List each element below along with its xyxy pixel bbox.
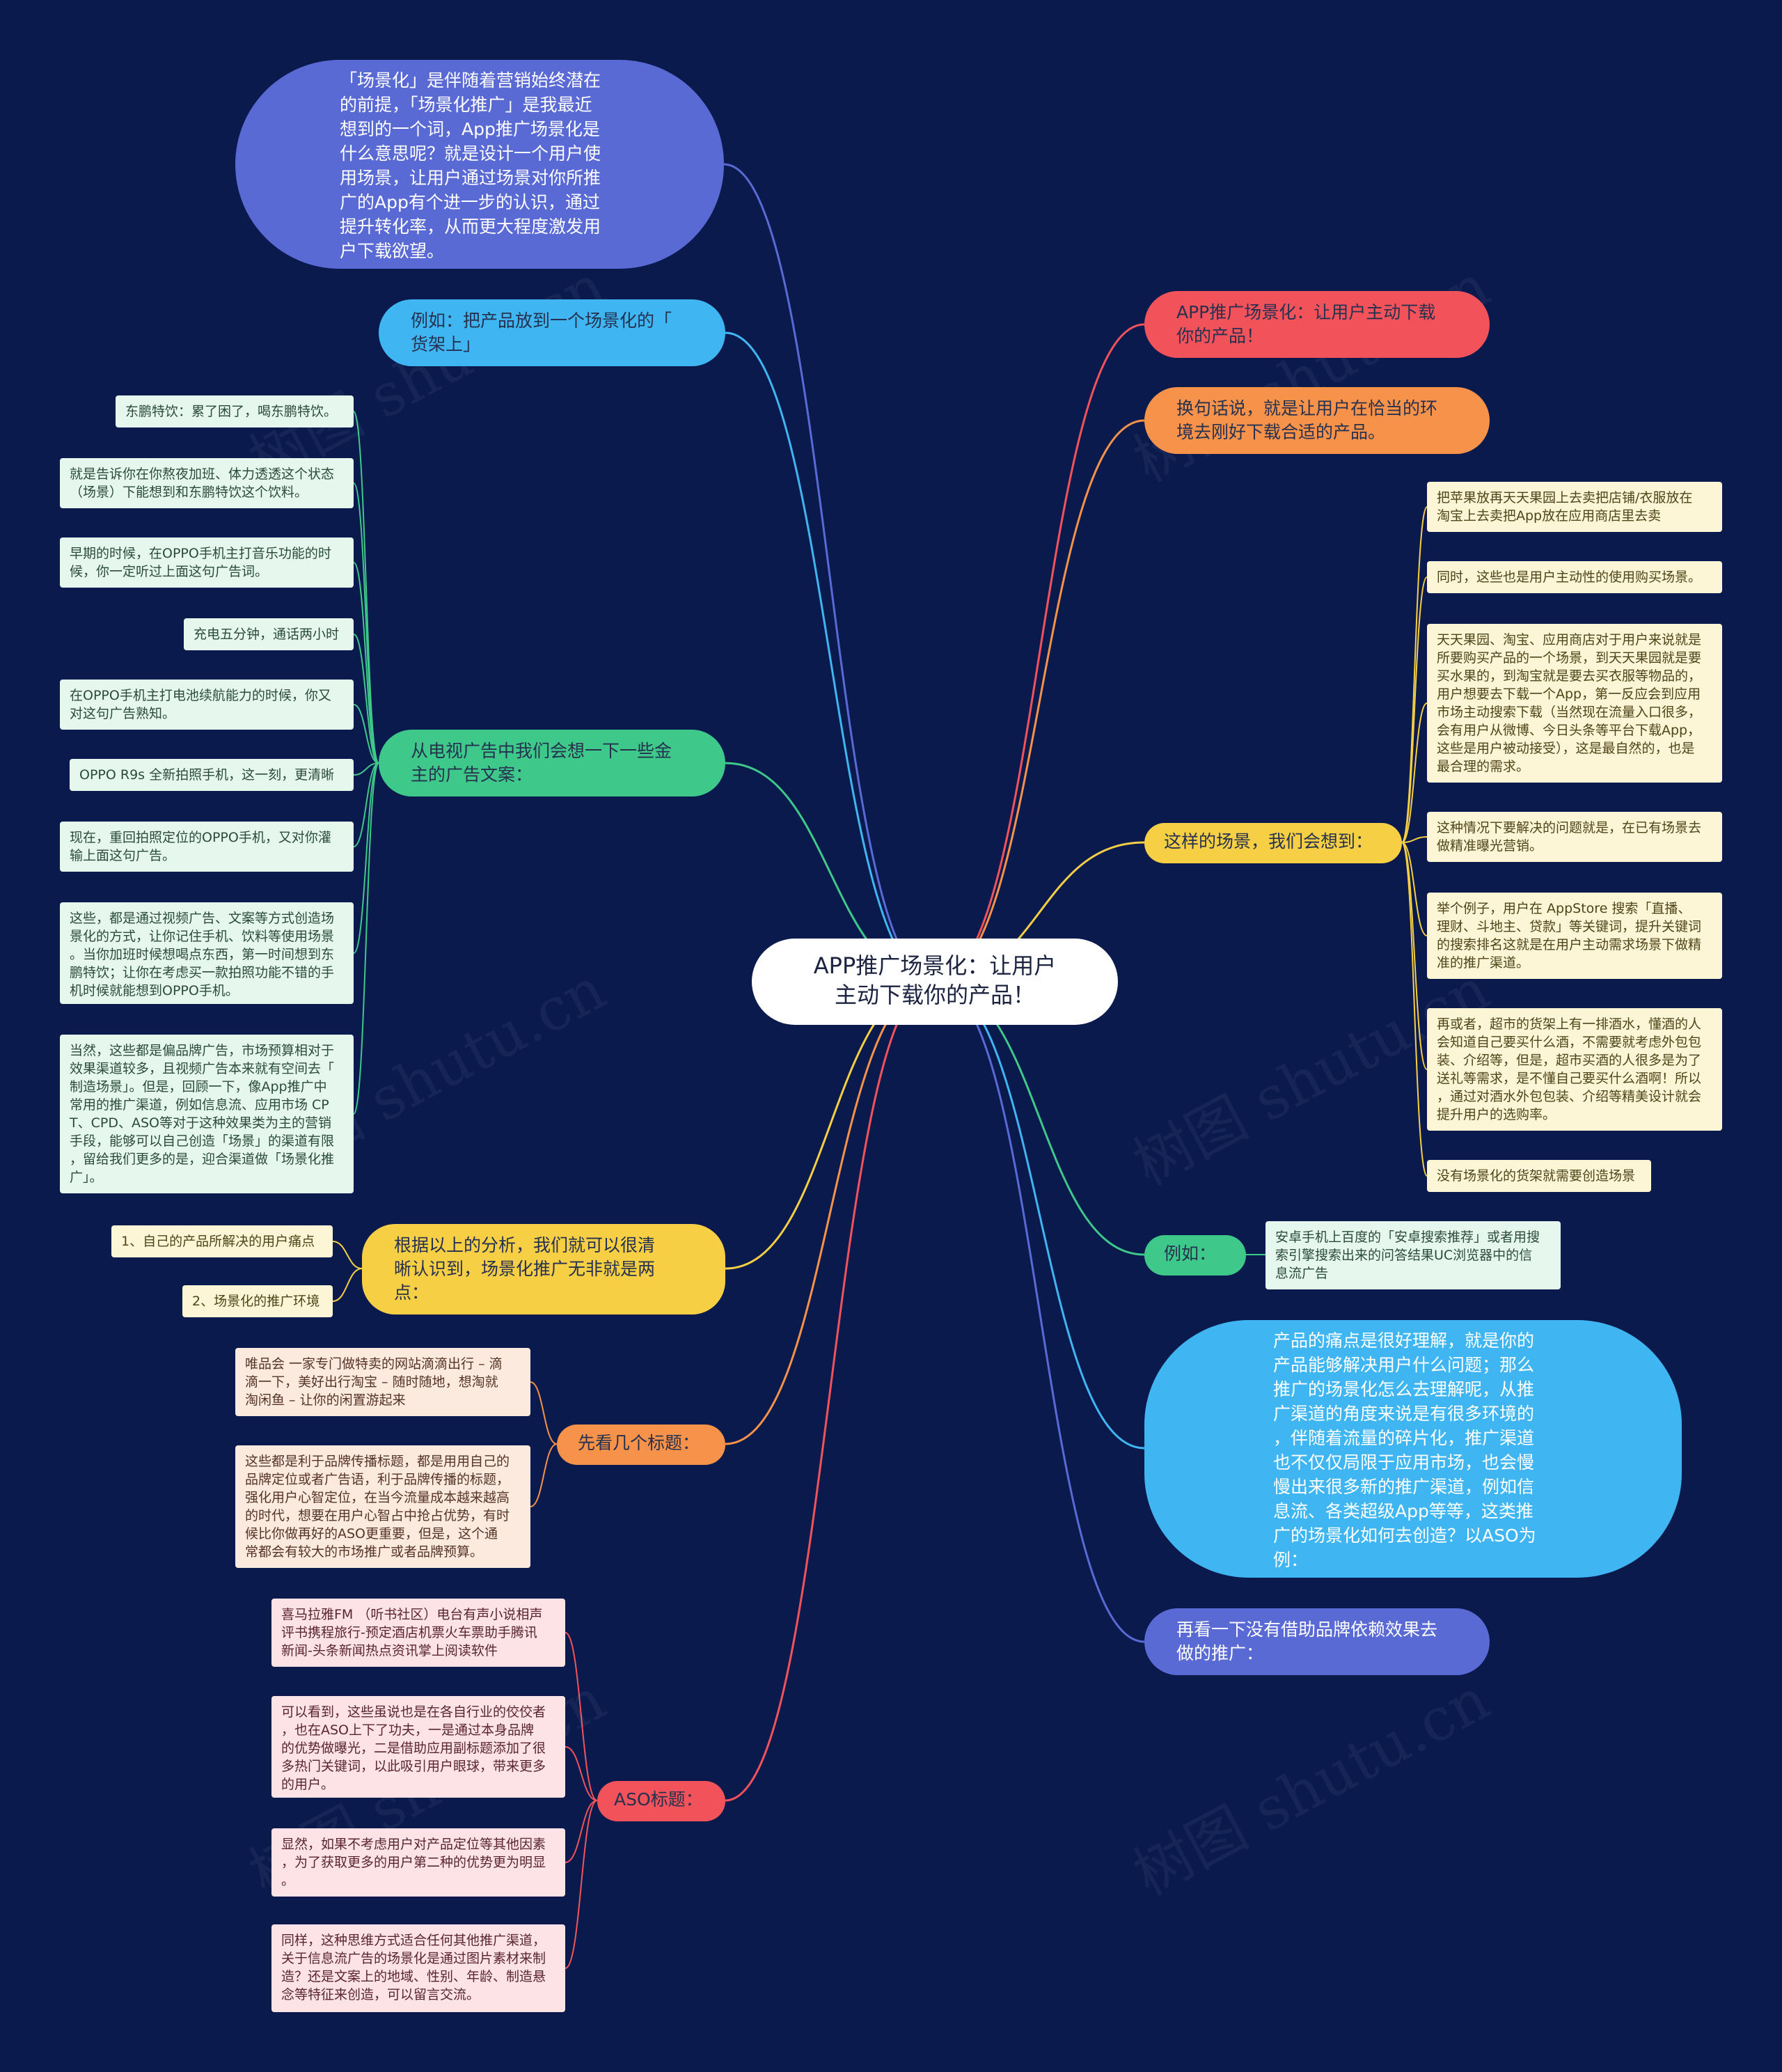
connector-line [1401, 842, 1428, 1177]
connector-line [353, 762, 379, 1115]
connector-line [1401, 836, 1428, 843]
pain-point-bubble[interactable]: 产品的痛点是很好理解，就是你的 产品能够解决用户什么问题；那么 推广的场景化怎么… [1144, 1320, 1682, 1578]
connector-line [565, 1800, 598, 1863]
connector-line [934, 419, 1145, 983]
tv-ad-item[interactable]: 东鹏特饮：累了困了，喝东鹏特饮。 [116, 395, 354, 427]
tv-ad-item[interactable]: OPPO R9s 全新拍照手机，这一刻，更清晰 [70, 759, 354, 791]
scene-item[interactable]: 举个例子，用户在 AppStore 搜索「直播、 理财、斗地主、贷款」等关键词，… [1427, 893, 1722, 979]
no-brand-topic[interactable]: 再看一下没有借助品牌依赖效果去 做的推广： [1144, 1608, 1490, 1675]
connector-line [1401, 842, 1428, 1070]
example-item[interactable]: 安卓手机上百度的「安卓搜索推荐」或者用搜 索引擎搜索出来的问答结果UC浏览器中的… [1265, 1221, 1561, 1289]
example-topic[interactable]: 例如： [1144, 1235, 1246, 1276]
headline-item[interactable]: 这些都是利于品牌传播标题，都是用用自己的 品牌定位或者广告语，利于品牌传播的标题… [235, 1445, 530, 1568]
intro-bubble[interactable]: 「场景化」是伴随着营销始终潜在 的前提，「场景化推广」是我最近 想到的一个词，A… [235, 60, 724, 269]
scene-item[interactable]: 把苹果放再天天果园上去卖把店铺/衣服放在 淘宝上去卖把App放在应用商店里去卖 [1427, 482, 1722, 532]
tv-ad-item[interactable]: 在OPPO手机主打电池续航能力的时候，你又 对这句广告熟知。 [60, 680, 354, 730]
central-topic[interactable]: APP推广场景化：让用户 主动下载你的产品！ [752, 939, 1118, 1025]
connector-line [1401, 842, 1428, 936]
aso-topic[interactable]: ASO标题： [597, 1781, 725, 1821]
connector-line [530, 1381, 558, 1445]
tv-ad-item[interactable]: 这些，都是通过视频广告、文案等方式创造场 景化的方式，让你记住手机、饮料等使用场… [60, 902, 354, 1004]
connector-line [725, 331, 936, 983]
tv-ad-item[interactable]: 现在，重回拍照定位的OPPO手机，又对你灌 输上面这句广告。 [60, 822, 354, 872]
connector-line [353, 704, 379, 764]
connector-line [353, 634, 379, 764]
connector-line [934, 980, 1145, 1643]
aso-item[interactable]: 显然，如果不考虑用户对产品定位等其他因素 ，为了获取更多的用户第二种的优势更为明… [271, 1828, 565, 1897]
connector-line [1401, 703, 1428, 843]
headline-topic[interactable]: APP推广场景化：让用户主动下载 你的产品！ [1144, 291, 1490, 358]
connector-line [530, 1443, 558, 1507]
connector-line [353, 762, 379, 954]
headline-item[interactable]: 唯品会 一家专门做特卖的网站滴滴出行 – 滴 滴一下，美好出行淘宝 – 随时随地… [235, 1348, 530, 1416]
connector-line [353, 562, 379, 764]
two-points-topic[interactable]: 根据以上的分析，我们就可以很清 晰认识到，场景化推广无非就是两 点： [362, 1224, 725, 1314]
connector-line [332, 1268, 363, 1302]
example-shelf-topic[interactable]: 例如：把产品放到一个场景化的「 货架上」 [379, 299, 725, 366]
two-points-item[interactable]: 2、场景化的推广环境 [182, 1285, 333, 1317]
tv-ads-topic[interactable]: 从电视广告中我们会想一下一些金 主的广告文案： [379, 730, 725, 796]
connector-line [934, 980, 1145, 1450]
scene-item[interactable]: 同时，这些也是用户主动性的使用购买场景。 [1427, 561, 1722, 593]
connector-line [353, 762, 379, 776]
tv-ad-item[interactable]: 就是告诉你在你熬夜加班、体力透透这个状态 （场景）下能想到和东鹏特饮这个饮料。 [60, 458, 354, 508]
connector-line [723, 163, 936, 983]
connector-line [565, 1746, 598, 1801]
connector-line [1401, 506, 1428, 843]
tv-ad-item[interactable]: 当然，这些都是偏品牌广告，市场预算相对于 效果渠道较多，且视频广告本来就有空间去… [60, 1035, 354, 1193]
aso-item[interactable]: 可以看到，这些虽说也是在各自行业的佼佼者 ，也在ASO上下了功夫，一是通过本身品… [271, 1696, 565, 1798]
scenes-topic[interactable]: 这样的场景，我们会想到： [1144, 823, 1402, 863]
two-points-item[interactable]: 1、自己的产品所解决的用户痛点 [111, 1225, 333, 1257]
scene-item[interactable]: 天天果园、淘宝、应用商店对于用户来说就是 所要购买产品的一个场景，到天天果园就是… [1427, 624, 1722, 783]
connector-line [353, 762, 379, 847]
connector-line [565, 1800, 598, 1969]
connector-line [565, 1632, 598, 1801]
connector-line [353, 411, 379, 764]
connector-line [725, 980, 936, 1802]
connector-line [1401, 576, 1428, 843]
aso-item[interactable]: 同样，这种思维方式适合任何其他推广渠道， 关于信息流广告的场景化是通过图片素材来… [271, 1924, 565, 2012]
headlines-topic[interactable]: 先看几个标题： [557, 1424, 725, 1465]
connector-line [332, 1241, 363, 1269]
connector-line [934, 323, 1145, 983]
connector-line [725, 980, 936, 1445]
tv-ad-item[interactable]: 充电五分钟，通话两小时 [184, 618, 354, 650]
scene-item[interactable]: 没有场景化的货架就需要创造场景 [1427, 1160, 1651, 1192]
aso-item[interactable]: 喜马拉雅FM （听书社区）电台有声小说相声 评书携程旅行-预定酒店机票火车票助手… [271, 1599, 565, 1667]
rephrase-topic[interactable]: 换句话说，就是让用户在恰当的环 境去刚好下载合适的产品。 [1144, 387, 1490, 454]
scene-item[interactable]: 再或者，超市的货架上有一排酒水，懂酒的人 会知道自己要买什么酒，不需要就考虑外包… [1427, 1008, 1722, 1131]
scene-item[interactable]: 这种情况下要解决的问题就是，在已有场景去 做精准曝光营销。 [1427, 812, 1722, 862]
connector-line [353, 482, 379, 764]
tv-ad-item[interactable]: 早期的时候，在OPPO手机主打音乐功能的时 候，你一定听过上面这句广告词。 [60, 537, 354, 588]
